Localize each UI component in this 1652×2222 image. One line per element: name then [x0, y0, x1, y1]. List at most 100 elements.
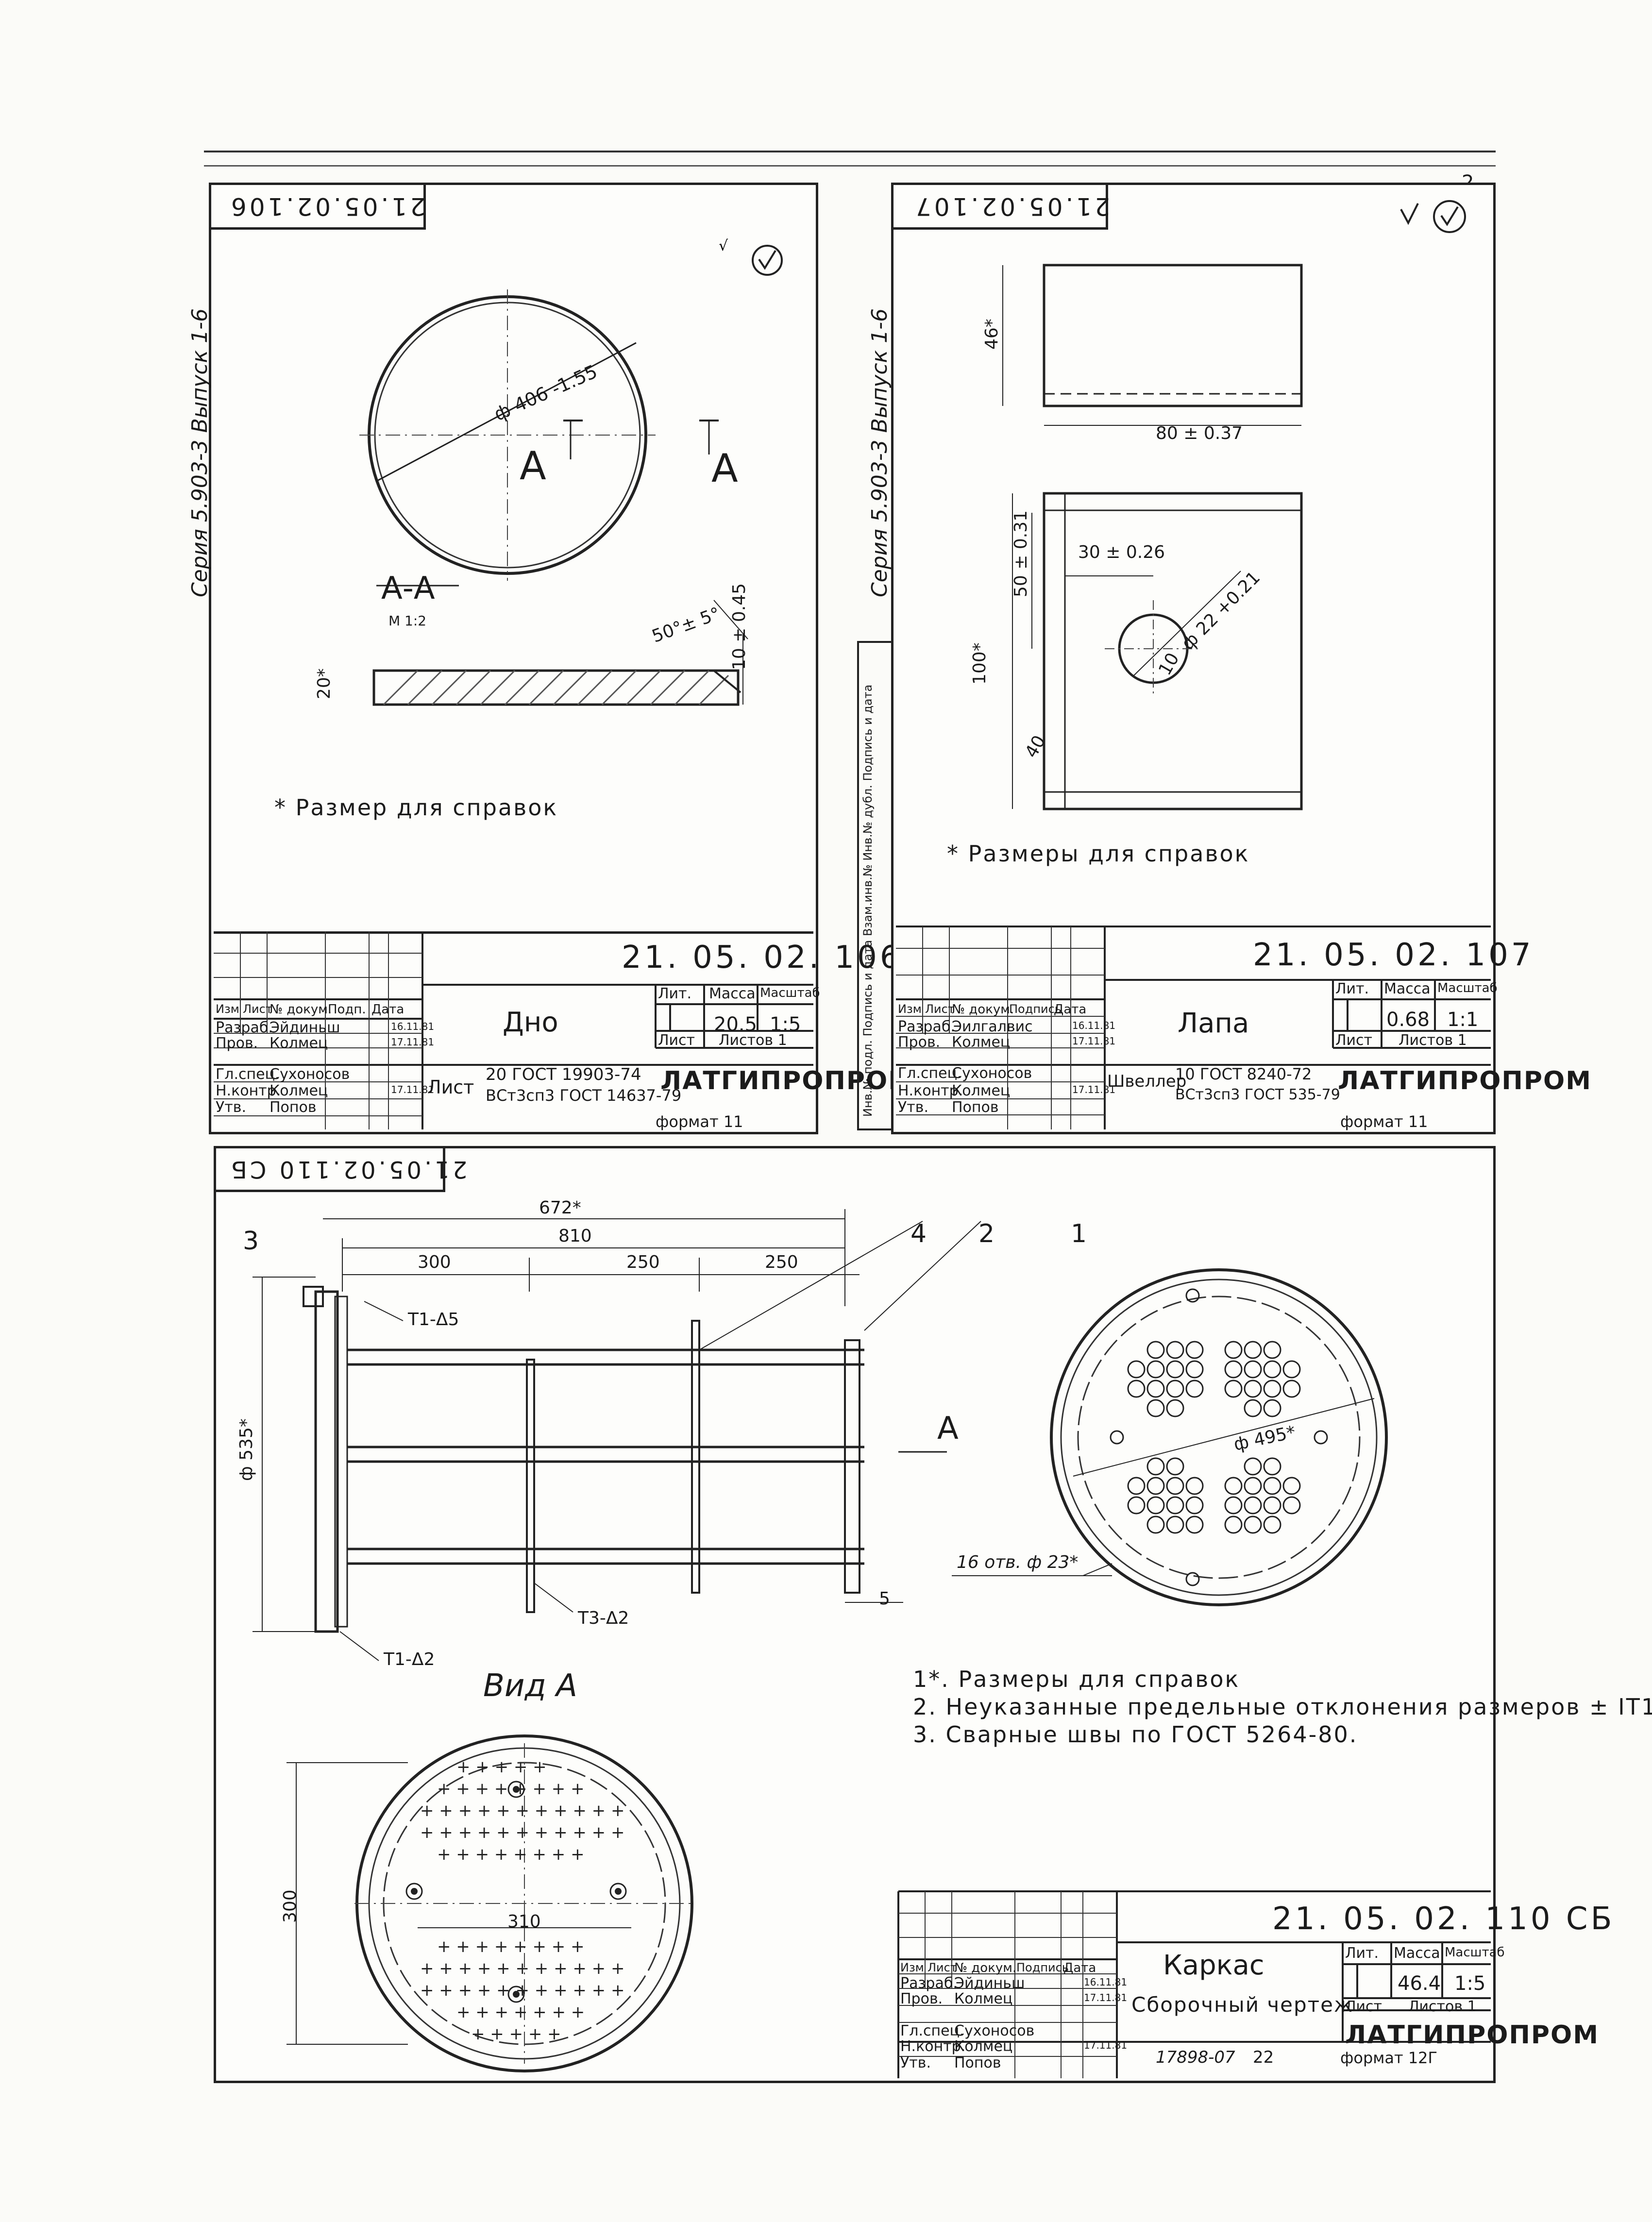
page-top-rule-2 [204, 165, 1496, 167]
side-stamps: Инв.№ подл. Подпись и дата Взам.инв.№ Ин… [861, 684, 875, 1117]
col-sign-2: Подпись [1009, 1002, 1062, 1016]
svg-text:+ + + + +: + + + + + [456, 1757, 547, 1777]
mass-header: Масса [709, 985, 756, 1002]
row-chief-name-3: Сухоносов [954, 2022, 1035, 2039]
row-checker-3: Пров. [900, 1990, 943, 2007]
row-approve-3: Утв. [900, 2054, 931, 2071]
corner-code-box-3 [215, 1147, 445, 1192]
drawing-sheet-lapa [891, 183, 1496, 1134]
row-chief-name: Сухоносов [270, 1066, 350, 1083]
row-norm-3: Н.контр. [900, 2038, 966, 2055]
section-title: А-А [381, 571, 435, 606]
assembly-subtitle: Сборочный чертеж [1131, 1993, 1353, 2017]
svg-text:+ + + + + + + +: + + + + + + + + [437, 1779, 585, 1799]
col-date: Дата [371, 1002, 405, 1017]
dim-total: 672* [539, 1198, 581, 1218]
svg-text:+ + + + + + + +: + + + + + + + + [437, 1845, 585, 1864]
lapa-width-label: 80 ± 0.37 [1156, 423, 1243, 443]
row-chief-2: Гл.спец. [898, 1065, 962, 1082]
dim-250-a: 250 [626, 1252, 660, 1272]
format-label-3: формат 12Г [1340, 2049, 1438, 2067]
mass-value-2: 0.68 [1386, 1009, 1430, 1031]
sheets-label-2: Листов 1 [1399, 1032, 1467, 1049]
organization-name: ЛАТГИПРОПРОМ [660, 1066, 914, 1095]
scale-header: Масштаб [760, 986, 820, 1000]
sheets-label-3: Листов 1 [1408, 1998, 1477, 2015]
row-chief-name-2: Сухоносов [952, 1065, 1032, 1082]
material-label: Лист [427, 1077, 474, 1098]
thickness-label: 10 ± 0.45 [729, 583, 749, 670]
part-drawing-disc: √ [359, 237, 783, 706]
row-developer-date-2: 16.11.81 [1072, 1020, 1116, 1031]
holes-label: 16 отв. ф 23* [957, 1552, 1079, 1572]
row-norm-date: 17.11.81 [391, 1084, 435, 1095]
row-checker-name: Колмец [270, 1035, 328, 1052]
row-developer-name: Эйдиньш [270, 1019, 340, 1036]
row-norm-date-2: 17.11.81 [1072, 1084, 1116, 1095]
view-a-title: Вид А [483, 1668, 577, 1704]
row-norm-name-2: Колмец [952, 1082, 1011, 1099]
title-block-grid [214, 931, 813, 1129]
series-side-label-2: Серия 5.903-3 Выпуск 1-6 [867, 308, 892, 597]
position-2: 2 [978, 1219, 995, 1248]
assembly-side-view [253, 1209, 981, 1661]
row-norm: Н.контр. [216, 1082, 281, 1099]
corner-code-box [210, 184, 426, 230]
tube-sheet-view [1050, 1268, 1388, 1606]
row-checker-2: Пров. [898, 1034, 941, 1051]
col-izm-3: Изм [900, 1961, 924, 1974]
format-label-2: формат 11 [1340, 1112, 1428, 1131]
dim-535: ф 535* [236, 1418, 256, 1481]
weld-t3-d2: Т3-Δ2 [578, 1608, 629, 1628]
col-list-3: Лист [927, 1961, 957, 1974]
view-a-drawing: + + + + ++ + + + + + + + + + + + + + + +… [287, 1734, 694, 2072]
row-developer-date-3: 16.11.81 [1084, 1976, 1128, 1988]
material-label-2: Швеллер [1107, 1072, 1187, 1091]
dim-250-b: 250 [765, 1252, 798, 1272]
page-top-rule [204, 151, 1496, 152]
row-checker-date-2: 17.11.81 [1072, 1035, 1116, 1047]
dim-300: 300 [418, 1252, 451, 1272]
organization-name-3: ЛАТГИПРОПРОМ [1345, 2020, 1599, 2050]
row-chief-3: Гл.спец. [900, 2022, 964, 2039]
part-drawing-lapa [1002, 200, 1466, 810]
row-norm-date-3: 17.11.81 [1084, 2039, 1128, 2051]
svg-text:+ + + + + + + + + + +: + + + + + + + + + + + [420, 1823, 624, 1842]
sheet-label-3: Лист [1345, 1998, 1382, 2015]
assembly-note-2: 2. Неуказанные предельные отклонения раз… [913, 1694, 1652, 1720]
col-izm: Изм [216, 1002, 239, 1016]
col-date-2: Дата [1054, 1002, 1087, 1017]
dim-810: 810 [558, 1226, 592, 1246]
row-checker-date: 17.11.81 [391, 1036, 435, 1048]
title-block-code-2: 21. 05. 02. 107 [1253, 937, 1534, 973]
scale-value: 1:5 [770, 1013, 801, 1036]
hole-y-label: 50 ± 0.31 [1011, 510, 1031, 597]
row-chief: Гл.спец. [216, 1066, 280, 1083]
hole-x-label: 30 ± 0.26 [1078, 542, 1165, 562]
position-1: 1 [1071, 1219, 1087, 1248]
row-norm-name-3: Колмец [954, 2038, 1013, 2055]
assembly-note-3: 3. Сварные швы по ГОСТ 5264-80. [913, 1721, 1358, 1748]
dim-5: 5 [879, 1589, 890, 1609]
sheets-label: Листов 1 [719, 1032, 787, 1049]
row-checker: Пров. [216, 1035, 258, 1052]
holes-leader [952, 1563, 1113, 1576]
mass-value-3: 46.4 [1398, 1972, 1441, 1995]
row-checker-name-2: Колмец [952, 1034, 1011, 1051]
row-checker-date-3: 17.11.81 [1084, 1992, 1128, 2003]
title-block [214, 931, 813, 1132]
view-a-310: 310 [507, 1912, 541, 1932]
svg-text:+ + + + + + + + + + +: + + + + + + + + + + + [420, 1981, 624, 2000]
col-doc: № докум. [270, 1002, 332, 1017]
weld-t1-d2: Т1-Δ2 [384, 1650, 435, 1669]
row-norm-2: Н.контр. [898, 1082, 963, 1099]
mass-header-3: Масса [1394, 1945, 1440, 1962]
mass-value: 20.5 [714, 1013, 758, 1036]
col-izm-2: Изм [898, 1002, 922, 1016]
material-line-1-2: 10 ГОСТ 8240-72 [1175, 1065, 1312, 1083]
svg-text:+ + + + + + + +: + + + + + + + + [437, 1937, 585, 1956]
row-approve-2: Утв. [898, 1099, 928, 1116]
row-norm-name: Колмец [270, 1082, 328, 1099]
drawing-sheet-bottom [209, 183, 818, 1134]
corner-code-box-2 [892, 184, 1108, 230]
